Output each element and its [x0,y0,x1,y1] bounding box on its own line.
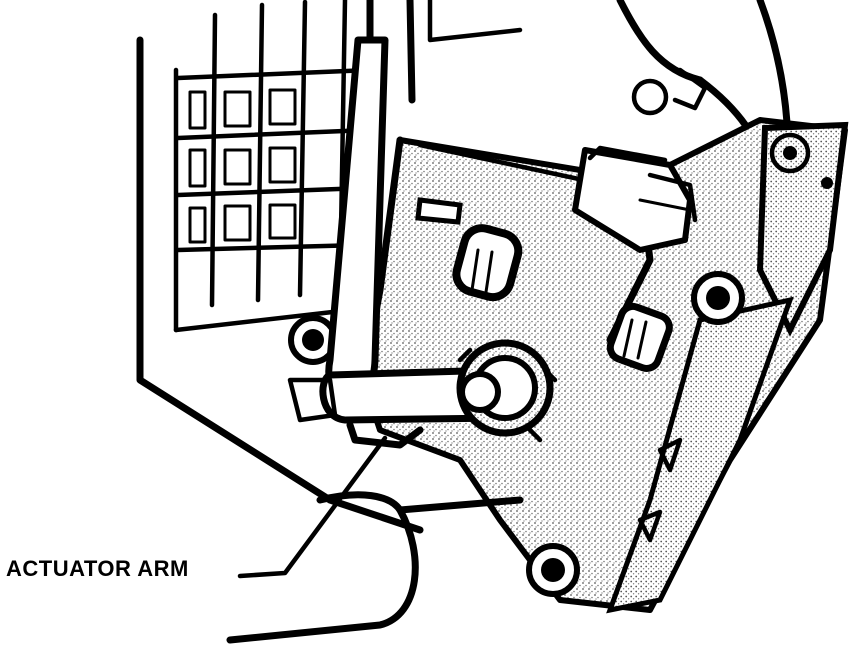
electrical-connector [572,145,698,253]
actuator-arm-leader-line [237,435,388,579]
slot-windows [415,197,673,372]
lower-duct [226,491,524,644]
heater-core-grid [136,0,424,534]
actuator-arm [287,36,558,449]
upper-bracket [366,0,792,254]
mounting-bolts [288,271,745,597]
actuator-arm-label: ACTUATOR ARM [6,556,189,581]
